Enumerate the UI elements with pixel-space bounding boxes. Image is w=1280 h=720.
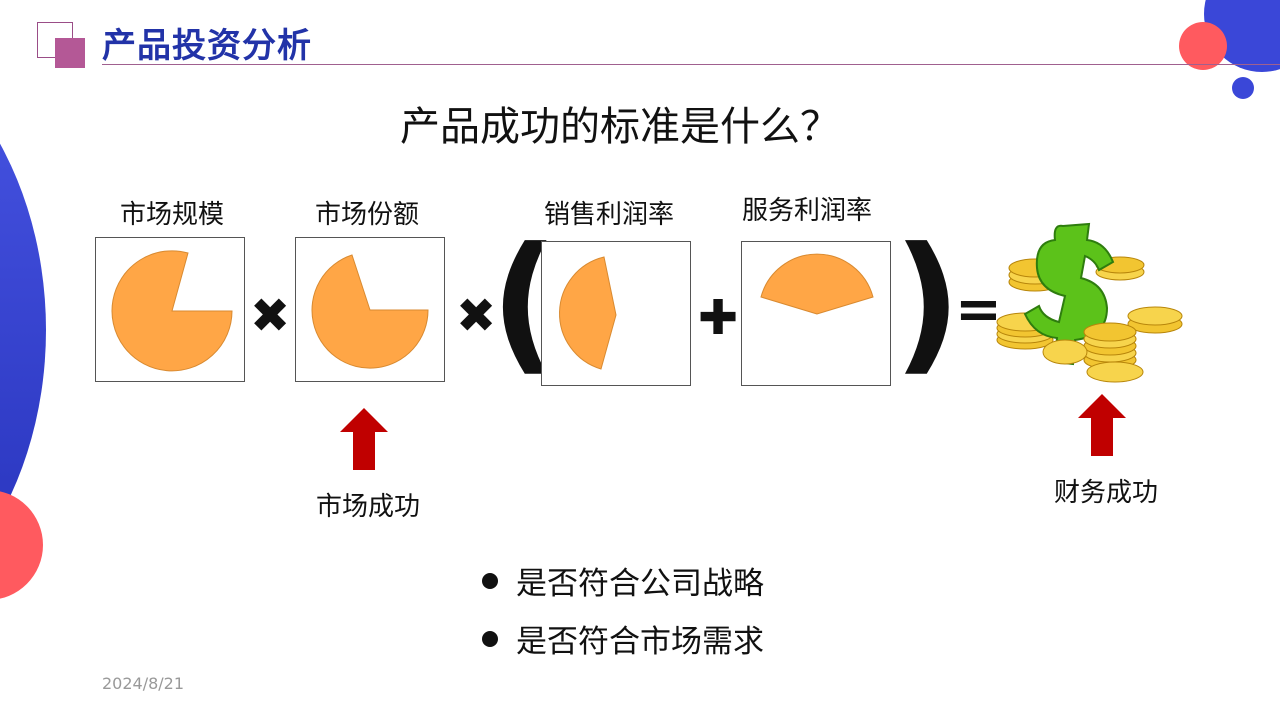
close-parenthesis: ) bbox=[893, 216, 962, 390]
decor-small-blue-dot bbox=[1232, 77, 1254, 99]
times-operator-1: ✖ bbox=[250, 288, 291, 344]
decor-top-red-circle bbox=[1179, 22, 1227, 70]
bullet-dot bbox=[482, 630, 498, 647]
bullet-dot bbox=[482, 572, 498, 589]
arrow-up-icon-finance bbox=[1078, 394, 1126, 456]
factor-box-market-share bbox=[295, 237, 445, 382]
decor-left-red-circle bbox=[0, 491, 43, 599]
factor-label-market-size: 市场规模 bbox=[119, 200, 224, 230]
pie-market-size bbox=[111, 250, 233, 372]
list-item: 是否符合公司战略 bbox=[482, 558, 764, 603]
equals-operator: = bbox=[955, 277, 1002, 342]
title-deco-square bbox=[55, 38, 85, 68]
slide-heading: 产品成功的标准是什么？ bbox=[400, 104, 840, 150]
pie-sales-margin bbox=[559, 256, 617, 370]
indicator-label-market-success: 市场成功 bbox=[315, 492, 420, 522]
arrow-up-icon-market bbox=[340, 408, 388, 470]
decor-left-blue-arc bbox=[0, 143, 46, 517]
factor-label-service-margin: 服务利润率 bbox=[741, 196, 872, 226]
factor-box-sales-margin bbox=[541, 241, 691, 386]
plus-operator: ✚ bbox=[698, 290, 739, 346]
indicator-label-financial-success: 财务成功 bbox=[1053, 478, 1158, 508]
dollar-coins-icon bbox=[996, 222, 1183, 383]
page-title: 产品投资分析 bbox=[102, 26, 312, 66]
list-item: 是否符合市场需求 bbox=[482, 616, 764, 661]
title-divider bbox=[102, 64, 1280, 65]
pie-market-share bbox=[311, 254, 429, 369]
pie-service-margin bbox=[760, 253, 874, 315]
bullet-text: 是否符合市场需求 bbox=[516, 624, 764, 660]
bullet-text: 是否符合公司战略 bbox=[516, 566, 764, 602]
factor-box-market-size bbox=[95, 237, 245, 382]
factor-label-market-share: 市场份额 bbox=[314, 200, 419, 230]
times-operator-2: ✖ bbox=[456, 288, 497, 344]
factor-label-sales-margin: 销售利润率 bbox=[543, 200, 674, 230]
footer-date: 2024/8/21 bbox=[102, 674, 185, 693]
factor-box-service-margin bbox=[741, 241, 891, 386]
